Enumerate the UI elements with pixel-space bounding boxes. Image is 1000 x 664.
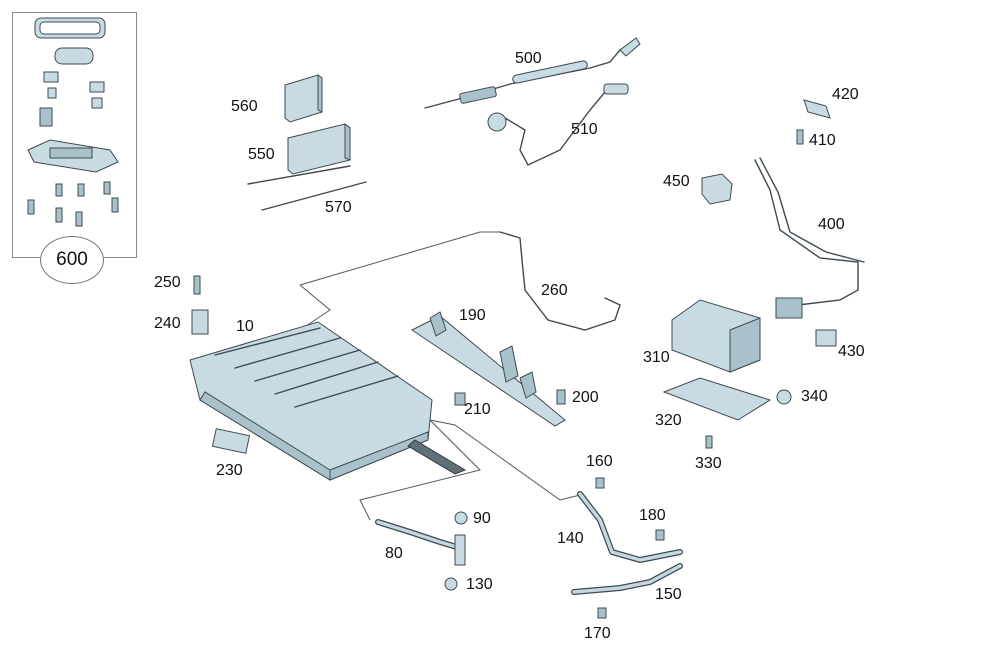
inset-parts — [27, 17, 119, 227]
callout-170: 170 — [584, 625, 611, 642]
callout-340: 340 — [801, 388, 828, 405]
callout-560: 560 — [231, 98, 258, 115]
cable-140 — [577, 491, 683, 563]
callout-550: 550 — [248, 146, 275, 163]
callout-330: 330 — [695, 455, 722, 472]
callout-430: 430 — [838, 343, 865, 360]
callout-260: 260 — [541, 282, 568, 299]
cable-500 — [424, 37, 641, 109]
callout-190: 190 — [459, 307, 486, 324]
harness-400 — [754, 157, 865, 319]
callout-160: 160 — [586, 453, 613, 470]
callout-320: 320 — [655, 412, 682, 429]
callout-200: 200 — [572, 389, 599, 406]
plate-320 — [662, 377, 792, 449]
kit-600-badge: 600 — [40, 236, 104, 284]
callout-570: 570 — [325, 199, 352, 216]
bracket-230 — [211, 428, 251, 454]
inset-kit-frame — [12, 12, 137, 258]
callout-80: 80 — [385, 545, 403, 562]
connector-420 — [796, 99, 831, 145]
rail-190 — [411, 311, 566, 427]
callout-230: 230 — [216, 462, 243, 479]
callout-510: 510 — [571, 121, 598, 138]
bracket-240 — [191, 275, 209, 335]
callout-450: 450 — [663, 173, 690, 190]
cable-510 — [487, 83, 629, 166]
callout-150: 150 — [655, 586, 682, 603]
callout-500: 500 — [515, 50, 542, 67]
callout-410: 410 — [809, 132, 836, 149]
battery-pack-10 — [189, 321, 467, 481]
rods-570 — [247, 165, 367, 211]
coolant-pipe-80 — [375, 511, 468, 591]
callout-420: 420 — [832, 86, 859, 103]
callout-240: 240 — [154, 315, 181, 332]
callout-140: 140 — [557, 530, 584, 547]
module-560 — [284, 74, 323, 123]
clip-430 — [815, 329, 837, 347]
callout-210: 210 — [464, 401, 491, 418]
callout-310: 310 — [643, 349, 670, 366]
callout-400: 400 — [818, 216, 845, 233]
box-450 — [701, 173, 733, 205]
module-310 — [671, 299, 761, 373]
callout-180: 180 — [639, 507, 666, 524]
callout-130: 130 — [466, 576, 493, 593]
cable-260 — [499, 231, 621, 331]
callout-10: 10 — [236, 318, 254, 335]
callout-90: 90 — [473, 510, 491, 527]
cable-150 — [571, 477, 683, 619]
callout-250: 250 — [154, 274, 181, 291]
module-550 — [287, 122, 351, 175]
